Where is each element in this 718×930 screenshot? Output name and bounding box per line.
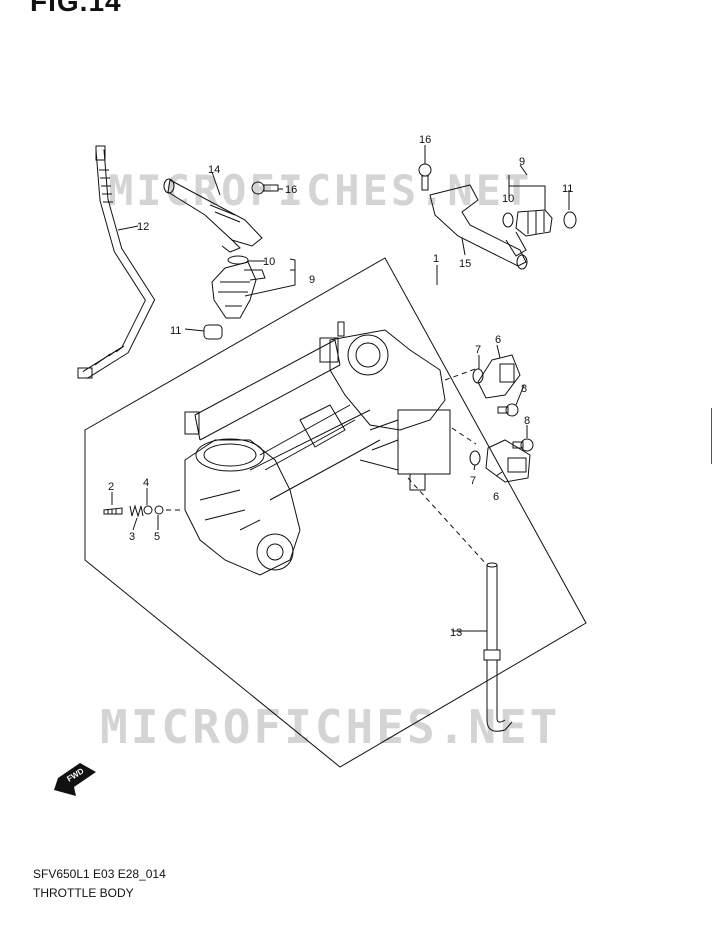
callout-11-left: 11: [170, 325, 181, 337]
throttle-body: [184, 321, 451, 576]
callout-11-right: 11: [562, 183, 573, 195]
bolt-8-top: [497, 403, 519, 417]
callout-4: 4: [143, 477, 149, 489]
fwd-arrow-icon: FWD: [54, 763, 96, 796]
callout-10-right: 10: [502, 193, 514, 205]
o-ring-5: [154, 505, 164, 515]
o-ring-7-lower: [469, 450, 481, 466]
sensor-6-top: [477, 354, 521, 399]
hose-13: [483, 562, 513, 732]
callout-14: 14: [208, 164, 220, 176]
callout-7-lower: 7: [470, 475, 476, 487]
callout-16-left: 16: [285, 184, 297, 196]
screw-16-right: [418, 163, 432, 191]
callout-8-lower: 8: [524, 415, 530, 427]
o-ring-10-left: [227, 255, 249, 265]
o-ring-10-right: [502, 212, 514, 228]
leader-lines: [111, 145, 570, 632]
callout-6-top: 6: [495, 334, 501, 346]
callout-7-top: 7: [475, 344, 481, 356]
callout-9-left: 9: [309, 274, 315, 286]
callout-1: 1: [433, 253, 439, 265]
watermark-top: MICROFICHES.NET: [108, 166, 533, 215]
callout-15: 15: [459, 258, 471, 270]
callout-3: 3: [129, 531, 135, 543]
callout-9-right: 9: [519, 156, 525, 168]
spring-3: [129, 504, 144, 518]
callout-13: 13: [450, 627, 462, 639]
screw-2: [103, 507, 123, 515]
fuel-pipe-14: [163, 178, 263, 253]
cushion-11-right: [563, 211, 577, 229]
callout-2: 2: [108, 481, 114, 493]
assembly-outline: [84, 257, 587, 768]
callout-6-lower: 6: [493, 491, 499, 503]
cushion-11-left: [203, 324, 223, 340]
model-code: SFV650L1 E03 E28_014: [33, 867, 166, 881]
callouts: 1 2 3 4 5 6 6 7 7 8 8 9 9 10 10 11 11 12…: [108, 134, 573, 639]
callout-8-top: 8: [521, 383, 527, 395]
hose-12: [77, 145, 156, 379]
callout-12: 12: [137, 221, 149, 233]
guide-lines: [166, 367, 488, 566]
screw-16-left: [251, 181, 279, 195]
sensor-6-lower: [485, 439, 531, 483]
washer-4: [143, 505, 153, 515]
bolt-8-lower: [512, 438, 534, 452]
fuel-pipe-15: [429, 184, 528, 270]
figure-title: FIG.14: [30, 0, 122, 17]
callout-5: 5: [154, 531, 160, 543]
page-edge-mark: [711, 408, 718, 464]
watermark-bottom: MICROFICHES.NET: [100, 700, 561, 754]
section-name: THROTTLE BODY: [33, 886, 134, 900]
callout-16-top: 16: [419, 134, 431, 146]
o-ring-7-top: [472, 368, 484, 384]
injector-9-left: [211, 261, 266, 319]
callout-10-left: 10: [263, 256, 275, 268]
